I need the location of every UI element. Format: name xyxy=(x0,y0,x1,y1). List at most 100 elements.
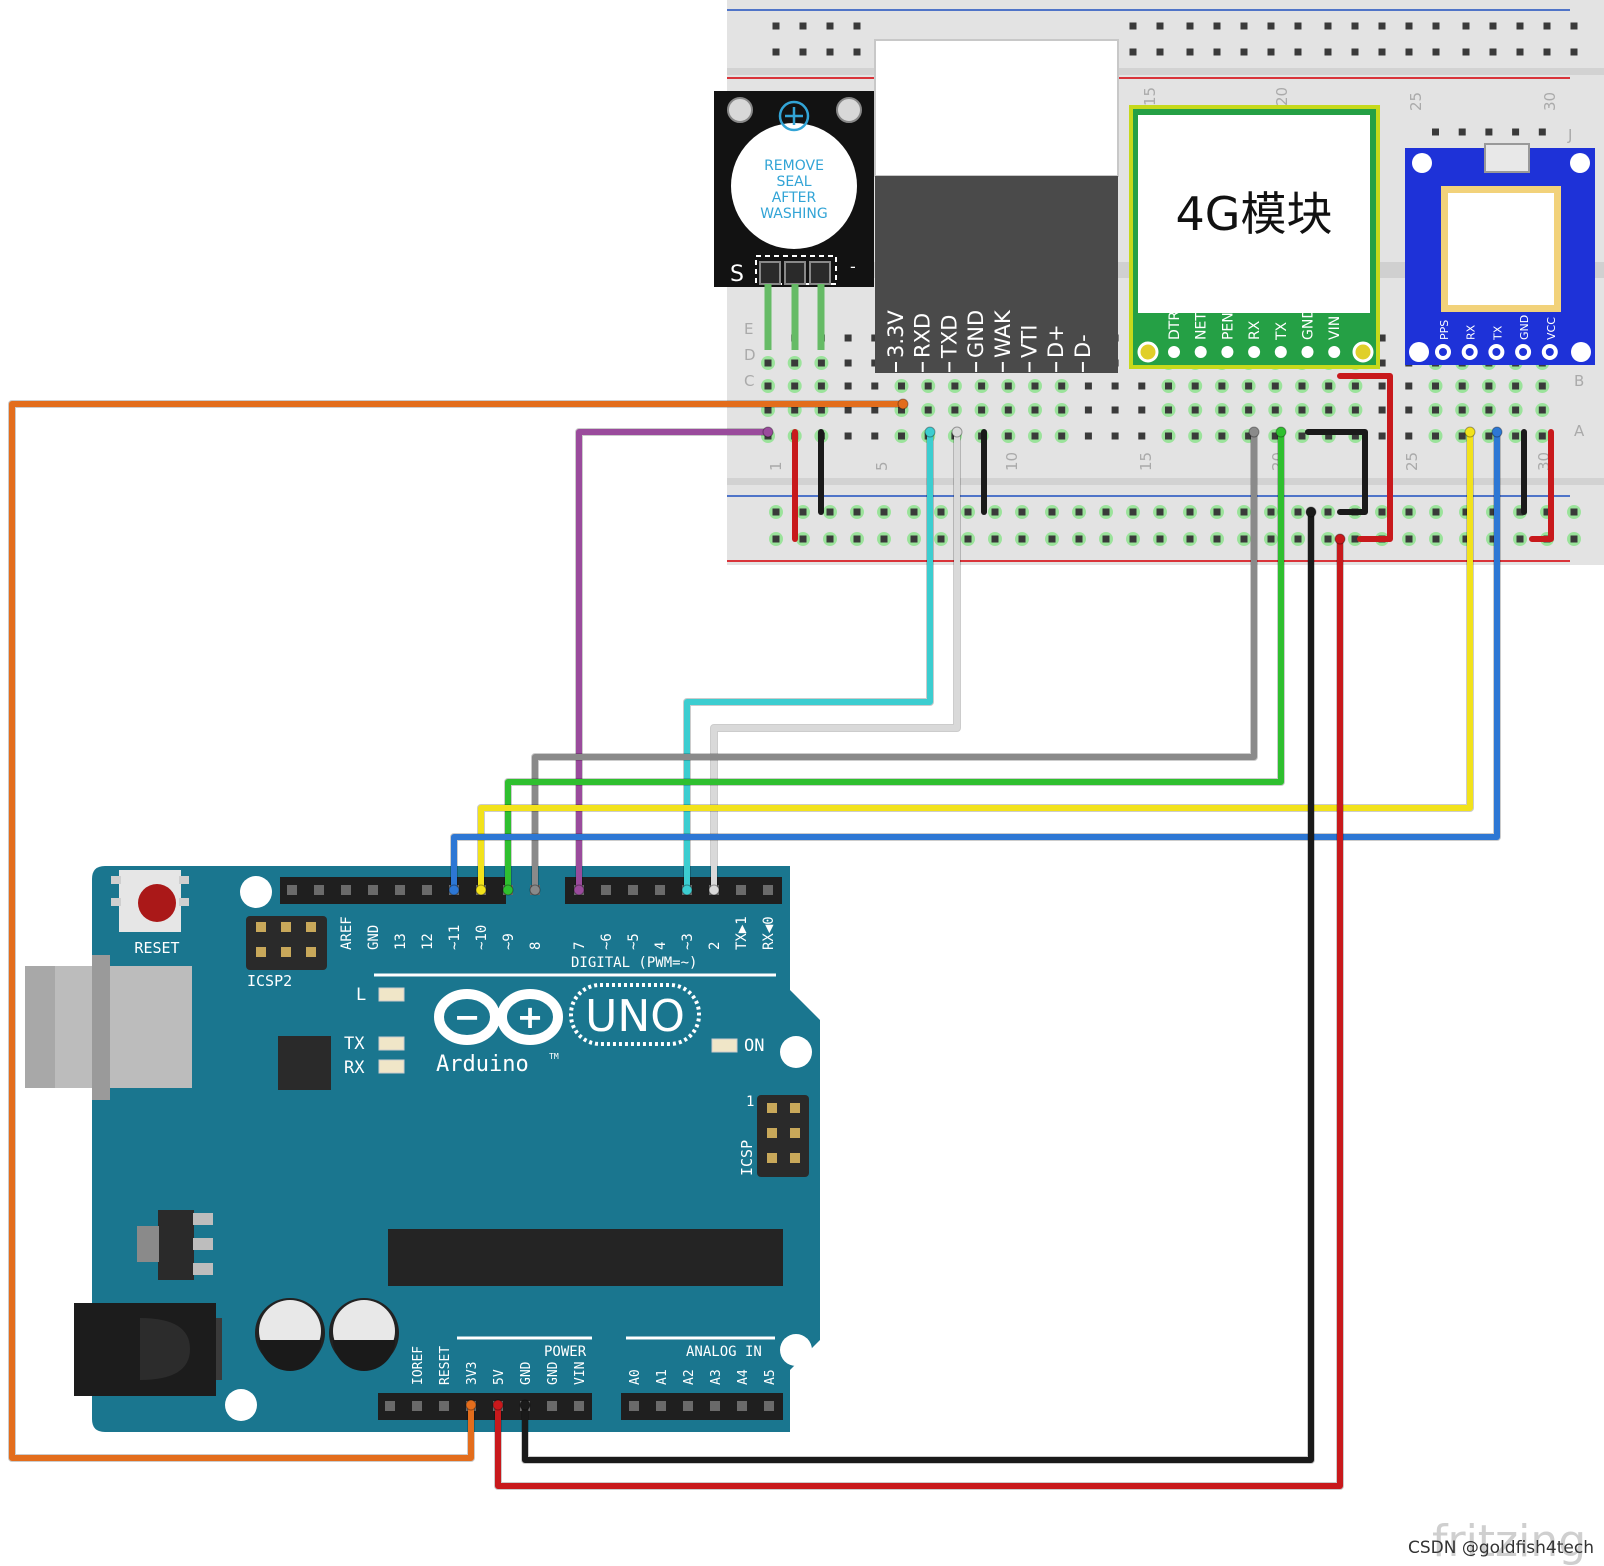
breadboard-hole xyxy=(844,406,852,414)
breadboard-hole xyxy=(898,382,905,390)
rail-hole xyxy=(1489,508,1497,516)
row-letter-c: C xyxy=(744,372,754,390)
lte-pin xyxy=(1194,346,1207,358)
breadboard-hole xyxy=(1378,406,1386,414)
digital-pin-label: 2 xyxy=(707,942,723,950)
breadboard-hole xyxy=(1458,406,1466,414)
yellow-d10-to-gps-rx-wire xyxy=(478,429,1473,893)
wire-end xyxy=(924,426,936,438)
rail-hole xyxy=(1324,48,1332,56)
rail-hole xyxy=(1267,508,1275,516)
header-pin xyxy=(629,1401,639,1411)
digital-pin-label: ~10 xyxy=(474,925,490,950)
rail-hole xyxy=(991,508,999,516)
rail-hole xyxy=(1294,22,1302,30)
power-pin-label: IOREF xyxy=(411,1346,426,1385)
rail-hole xyxy=(1432,535,1440,543)
breadboard-hole xyxy=(791,406,799,414)
header-pin xyxy=(368,885,378,895)
rail-hole xyxy=(910,508,918,516)
wire-end xyxy=(492,1399,504,1411)
lte-pin xyxy=(1301,346,1314,358)
rail-hole xyxy=(1213,48,1221,56)
wire-end xyxy=(1491,426,1503,438)
breadboard-hole xyxy=(764,406,772,414)
col-number-30: 30 xyxy=(1541,92,1559,111)
header-pin xyxy=(683,1401,693,1411)
icsp-label: ICSP xyxy=(738,1140,756,1176)
breadboard-hole xyxy=(1218,382,1226,390)
col-number-1: 1 xyxy=(767,461,785,471)
mounting-hole xyxy=(1352,341,1374,363)
mounting-hole xyxy=(1409,342,1429,362)
rail-hole xyxy=(826,508,834,516)
breadboard-hole xyxy=(1218,406,1226,414)
breadboard-hole xyxy=(1084,382,1092,390)
row-letter-b: B xyxy=(1574,372,1584,390)
breadboard-hole xyxy=(871,334,879,342)
rail-hole xyxy=(1570,22,1578,30)
rail-hole xyxy=(1213,22,1221,30)
reset-button-cap[interactable] xyxy=(138,884,176,922)
header-pin xyxy=(790,1128,800,1138)
rail-hole xyxy=(1405,535,1413,543)
breadboard-hole xyxy=(1111,382,1119,390)
rail-hole xyxy=(1378,48,1386,56)
mounting-hole xyxy=(780,1036,812,1068)
breadboard-hole xyxy=(978,382,986,390)
breadboard-hole xyxy=(1458,128,1466,136)
breadboard-hole xyxy=(844,382,852,390)
wire-end xyxy=(475,884,487,896)
header-pin xyxy=(736,885,746,895)
gps-pin-label: VCC xyxy=(1545,317,1558,340)
purple-d7-to-buzzer-s-wire xyxy=(576,429,771,893)
rail-hole xyxy=(1543,508,1551,516)
breadboard-hole xyxy=(1485,432,1493,440)
lte-pin xyxy=(1274,346,1287,358)
col-number-25: 25 xyxy=(1407,92,1425,111)
rail-hole xyxy=(799,508,807,516)
breadboard-hole xyxy=(924,382,932,390)
breadboard-hole xyxy=(898,406,905,414)
breadboard-hole xyxy=(1271,432,1279,440)
capacitor xyxy=(255,1298,325,1371)
rail-hole xyxy=(1351,22,1359,30)
breadboard-hole xyxy=(1405,432,1413,440)
breadboard-hole xyxy=(1031,406,1039,414)
wire-end xyxy=(1464,426,1476,438)
rail-hole xyxy=(1156,535,1164,543)
rail-hole xyxy=(772,22,780,30)
jumper-wire xyxy=(1337,373,1393,542)
breadboard-hole xyxy=(1031,382,1039,390)
col-number-20: 20 xyxy=(1273,87,1291,106)
rail-hole xyxy=(1570,48,1578,56)
seal-text-line: AFTER xyxy=(772,190,817,206)
logo-plus: + xyxy=(517,998,544,1036)
led-tx xyxy=(378,1036,405,1051)
breadboard-hole xyxy=(1004,406,1012,414)
blue-d11-to-gps-tx-wire xyxy=(451,429,1500,893)
rail-hole xyxy=(1405,48,1413,56)
analog-pin-label: A0 xyxy=(628,1369,643,1385)
rail-hole xyxy=(1351,535,1359,543)
buzzer-icon xyxy=(731,123,857,249)
power-pin-label: RESET xyxy=(438,1346,453,1385)
breadboard-hole xyxy=(1485,406,1493,414)
rail-hole xyxy=(1570,535,1578,543)
breadboard-hole xyxy=(898,432,905,440)
breadboard-hole xyxy=(1058,406,1066,414)
rail-hole xyxy=(1462,22,1470,30)
mounting-hole xyxy=(727,97,753,123)
rail-hole xyxy=(1186,508,1194,516)
col-number-5: 5 xyxy=(873,461,891,471)
red-5v-wire xyxy=(495,536,1343,1489)
breadboard-hole xyxy=(871,406,879,414)
breadboard-hole xyxy=(764,382,772,390)
atmega-chip xyxy=(388,1229,783,1286)
header-pin xyxy=(601,885,611,895)
rail-hole xyxy=(1156,48,1164,56)
breadboard-hole xyxy=(1432,406,1439,414)
wire-end xyxy=(681,884,693,896)
arduino-pcb xyxy=(92,866,820,1432)
rail-hole xyxy=(1240,48,1248,56)
